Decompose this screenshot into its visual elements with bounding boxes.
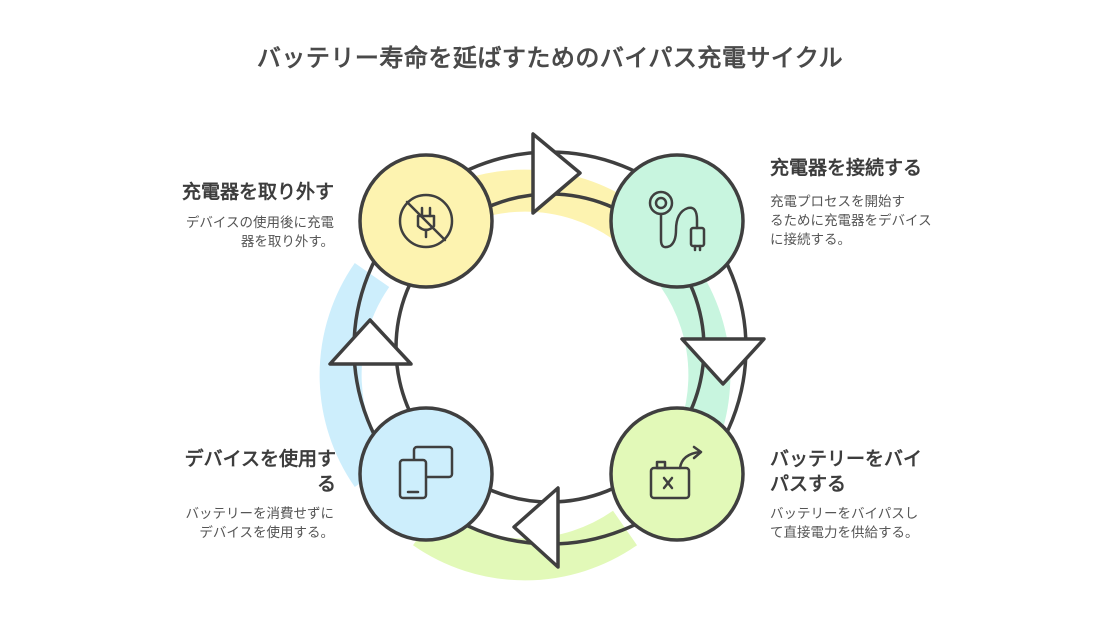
unplug-icon [398, 193, 454, 249]
arrowhead-bottom [512, 486, 560, 569]
desc-line: て直接電力を供給する。 [770, 525, 919, 541]
arc-device-to-unplug [319, 263, 390, 487]
step-title-use-device: デバイスを使用す る [185, 447, 336, 497]
step-title-connect: 充電器を接続する [770, 157, 923, 179]
desc-line: デバイスの使用後に充電 [185, 215, 334, 231]
devices-icon [398, 445, 454, 500]
step-title-unplug: 充電器を取り外す [181, 181, 334, 203]
arrowhead-top [531, 132, 582, 215]
diagram-title: バッテリー寿命を延ばすためのバイパス充電サイクル [256, 44, 844, 72]
title-line: バッテリーをバイ [770, 448, 923, 470]
step-description-bypass: バッテリーをバイパスし て直接電力を供給する。 [770, 505, 919, 543]
desc-line: るために充電器をデバイス [770, 213, 932, 229]
arrowhead-left [328, 318, 413, 366]
desc-line: 器を取り外す。 [240, 234, 334, 250]
desc-line: 充電プロセスを開始す [770, 194, 905, 210]
battery-bypass-icon [649, 445, 703, 500]
title-line: る [316, 473, 336, 495]
charger-cable-icon [648, 190, 706, 252]
step-description-unplug: デバイスの使用後に充電 器を取り外す。 [186, 214, 334, 252]
step-circle-bypass [609, 406, 745, 542]
arrowhead-right [680, 337, 766, 386]
title-line: パスする [770, 473, 847, 495]
desc-line: に接続する。 [770, 232, 851, 248]
desc-line: バッテリーを消費せずに [185, 506, 335, 522]
step-description-connect: 充電プロセスを開始す るために充電器をデバイス に接続する。 [770, 193, 932, 250]
desc-line: バッテリーをバイパスし [770, 506, 919, 522]
desc-line: デバイスを使用する。 [199, 525, 334, 541]
step-description-use-device: バッテリーを消費せずに デバイスを使用する。 [186, 505, 335, 543]
title-line: デバイスを使用す [184, 448, 336, 470]
step-title-bypass: バッテリーをバイ パスする [770, 447, 922, 497]
arc-bypass-to-device [413, 510, 637, 581]
